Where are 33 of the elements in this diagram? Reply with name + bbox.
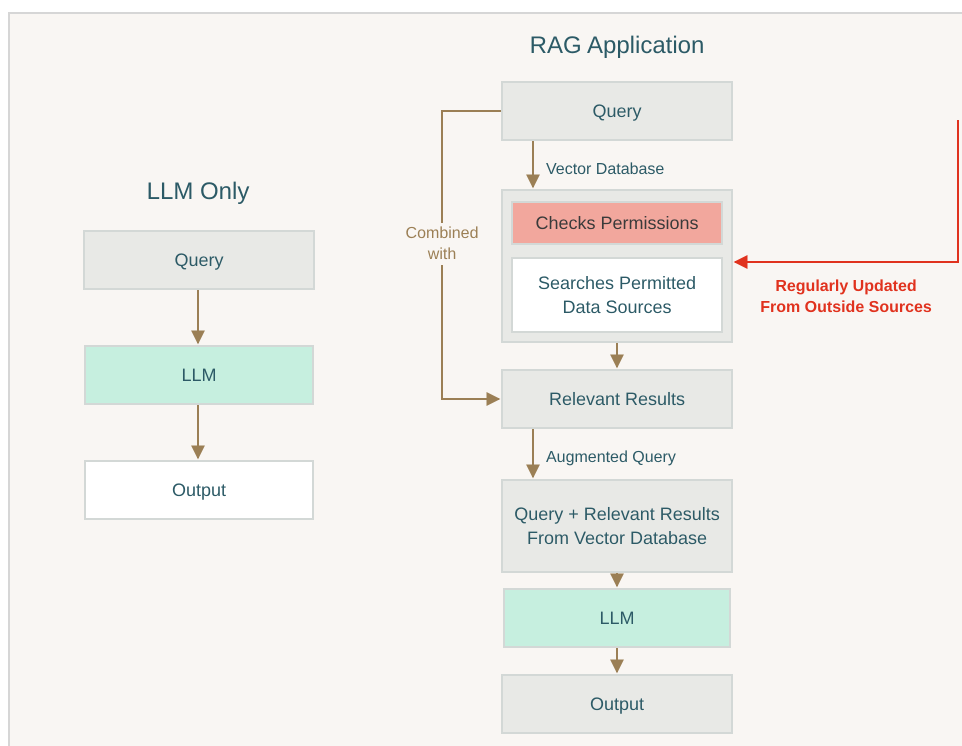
arrow [441, 110, 501, 406]
node-text: Searches Permitted Data Sources [536, 272, 698, 319]
section-heading: LLM Only [146, 178, 250, 206]
arrow [191, 405, 205, 460]
process-box [501, 369, 733, 429]
process-box [501, 674, 733, 734]
node-text: Query + Relevant Results From Vector Database [513, 503, 721, 550]
container-box [501, 189, 733, 343]
node-text: Output [172, 479, 226, 502]
node-text: Query [592, 100, 642, 123]
process-box [501, 479, 733, 573]
process-box [501, 81, 733, 141]
node-text: Output [590, 693, 644, 716]
node-text: LLM [181, 364, 216, 387]
arrow [526, 141, 540, 188]
node-text: Relevant Results [548, 388, 686, 411]
arrow [734, 120, 959, 269]
arrow [610, 648, 624, 674]
edge-label: Augmented Query [546, 447, 676, 468]
permission-box [511, 201, 723, 245]
output-box [511, 257, 723, 333]
output-box [84, 460, 314, 520]
arrow [610, 343, 624, 368]
process-box [83, 230, 315, 290]
model-box [503, 588, 731, 648]
model-box [84, 345, 314, 405]
node-text: Query [174, 249, 224, 272]
section-heading: RAG Application [530, 32, 704, 60]
arrow [610, 573, 624, 588]
node-text: LLM [599, 607, 634, 630]
arrow [191, 290, 205, 344]
arrow [526, 429, 540, 478]
node-text: Checks Permissions [535, 212, 699, 235]
